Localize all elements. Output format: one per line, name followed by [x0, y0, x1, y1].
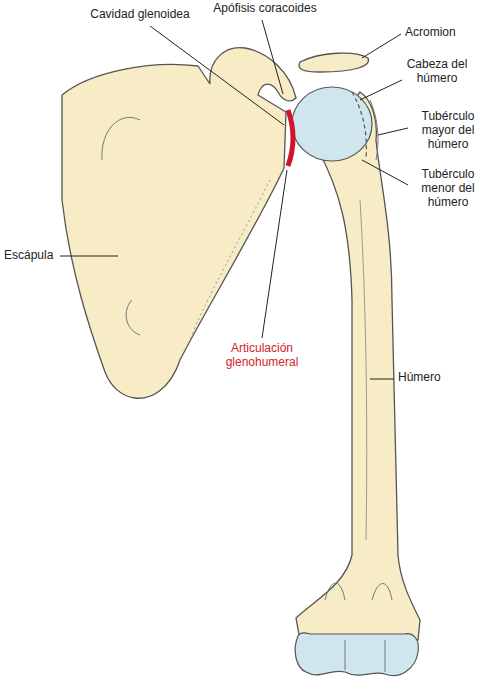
humerus-contour — [372, 584, 392, 601]
leader-line — [60, 256, 118, 257]
part-label: Acromion — [405, 26, 483, 40]
leader-line — [150, 26, 284, 125]
part-label: Tubérculo mayor del húmero — [412, 110, 484, 151]
scapula-contour — [126, 300, 140, 335]
acromion — [299, 53, 369, 72]
anatomical-neck — [352, 92, 366, 158]
glenohumeral-joint — [288, 110, 293, 166]
humerus-contour — [360, 200, 367, 540]
leader-line — [360, 80, 402, 100]
part-label: Articulación glenohumeral — [214, 342, 310, 370]
scapula-contour — [102, 117, 140, 160]
leader-line — [262, 20, 283, 94]
part-label: Húmero — [398, 371, 478, 385]
part-label: Escápula — [4, 249, 60, 263]
leader-line — [370, 379, 394, 380]
humerus — [296, 92, 420, 640]
leader-line — [362, 34, 401, 58]
scapula-shading — [190, 180, 270, 340]
part-label: Apófisis coracoides — [205, 2, 325, 16]
part-label: Cabeza del húmero — [405, 58, 469, 86]
greater-tubercle — [370, 100, 378, 160]
humeral-head — [292, 87, 372, 161]
humerus-contour — [325, 583, 345, 600]
condyle-contour — [345, 640, 385, 672]
humerus-condyles — [295, 633, 418, 676]
leader-line — [262, 170, 287, 338]
part-label: Cavidad glenoidea — [80, 8, 200, 22]
part-label: Tubérculo menor del húmero — [412, 168, 484, 209]
leader-line — [362, 160, 408, 185]
leader-line — [378, 128, 408, 135]
